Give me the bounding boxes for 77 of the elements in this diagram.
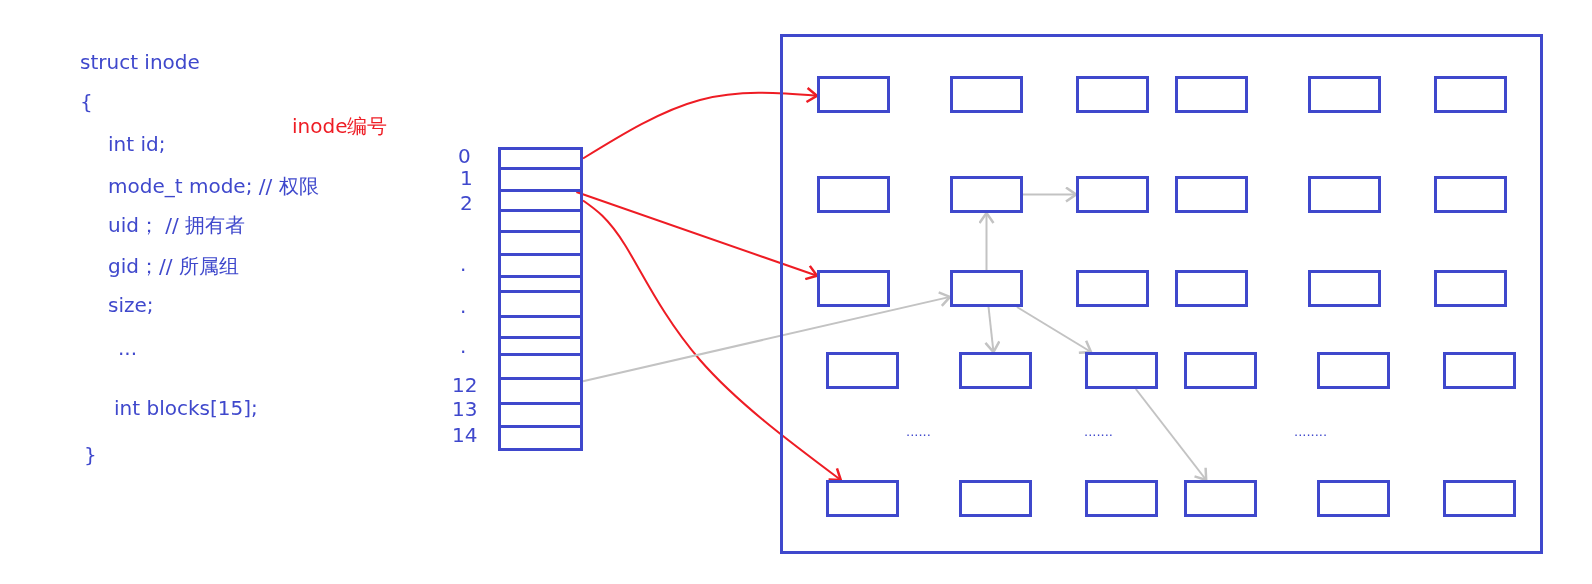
block-box [1434,176,1507,213]
block-box [959,480,1032,517]
block-box [817,76,890,113]
arrow [1022,186,1078,203]
array-cell [498,402,583,428]
index-number: 0 [458,146,471,166]
ellipsis-text: ....... [1084,425,1113,438]
index-number: 1 [460,168,473,188]
array-cell [498,209,583,233]
block-box [817,270,890,307]
index-number: . [460,254,467,274]
array-cell [498,275,583,293]
disk-area-box [780,34,1543,554]
ellipsis-text: ........ [1294,425,1328,438]
block-box [1184,480,1257,517]
index-number: 12 [452,375,478,395]
code-line: size; [108,295,154,315]
annotation-text: inode编号 [292,116,388,136]
block-box [1317,480,1390,517]
block-box [1308,270,1381,307]
block-box [1443,480,1516,517]
index-number: . [460,296,467,316]
array-cell [498,336,583,356]
arrow [582,199,843,482]
code-line: } [84,445,97,465]
array-cell [498,147,583,170]
index-number: 14 [452,425,478,445]
arrow [582,86,819,160]
block-box [950,270,1023,307]
block-box [959,352,1032,389]
code-line: uid； // 拥有者 [108,215,246,235]
code-line: mode_t mode; // 权限 [108,176,319,196]
index-number: 13 [452,399,478,419]
arrow [575,191,819,281]
arrow [582,291,952,383]
block-box [950,76,1023,113]
code-line: { [80,92,93,112]
code-line: ... [118,338,138,358]
arrow [1134,388,1208,482]
code-line: struct inode [80,52,200,72]
index-number: . [460,336,467,356]
code-line: int blocks[15]; [114,398,258,418]
code-line: int id; [108,134,166,154]
arrow [984,306,1001,354]
block-box [1308,176,1381,213]
array-cell [498,167,583,192]
block-box [1434,270,1507,307]
block-box [1184,352,1257,389]
block-box [1308,76,1381,113]
arrow [978,211,995,271]
array-cell [498,377,583,405]
array-cell [498,315,583,339]
block-box [1085,480,1158,517]
block-box [1317,352,1390,389]
ellipsis-text: ...... [906,425,931,438]
block-box [1175,176,1248,213]
array-cell [498,230,583,256]
arrow [1015,306,1093,355]
index-number: 2 [460,193,473,213]
block-box [1175,76,1248,113]
array-cell [498,353,583,380]
block-box [1434,76,1507,113]
block-box [1076,270,1149,307]
block-box [817,176,890,213]
block-box [1175,270,1248,307]
block-box [1076,176,1149,213]
code-line: gid；// 所属组 [108,256,239,276]
array-cell [498,425,583,451]
block-box [1076,76,1149,113]
array-cell [498,253,583,278]
block-box [826,352,899,389]
array-cell [498,290,583,318]
array-cell [498,189,583,212]
block-box [1443,352,1516,389]
block-box [1085,352,1158,389]
block-box [826,480,899,517]
block-box [950,176,1023,213]
